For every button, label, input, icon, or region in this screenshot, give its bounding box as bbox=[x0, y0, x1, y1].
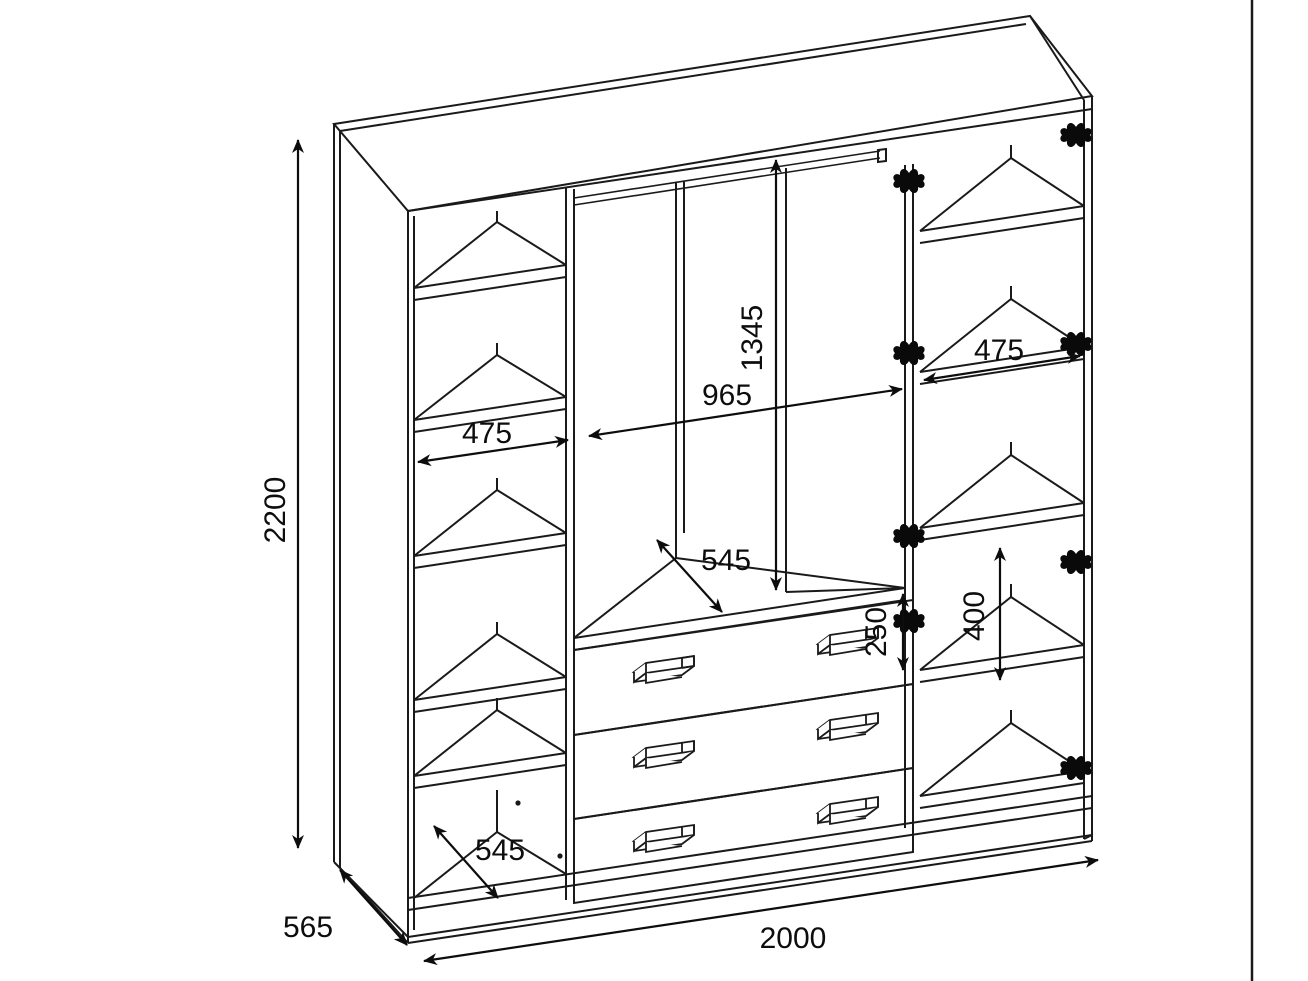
dimension-label-height: 2200 bbox=[259, 477, 292, 544]
hinge-icon bbox=[1060, 122, 1092, 148]
dimension-label-left-shelf: 475 bbox=[462, 417, 512, 450]
right-side-panel bbox=[1083, 109, 1093, 840]
dimension-left-shelf-width: 475 bbox=[417, 417, 569, 467]
dimension-label-hanging-height: 1345 bbox=[736, 305, 769, 372]
top-panel bbox=[332, 14, 1094, 222]
hanging-rod bbox=[573, 147, 887, 206]
hinge-icon bbox=[893, 608, 925, 634]
hinge-icon bbox=[1060, 549, 1092, 575]
dimension-label-depth: 565 bbox=[283, 911, 333, 944]
dimension-lower-depth: 545 bbox=[433, 825, 525, 899]
hinge-icon bbox=[893, 523, 925, 549]
dimension-overall-depth: 565 bbox=[283, 869, 408, 946]
left-side-panel bbox=[333, 136, 409, 944]
drawer-bottom[interactable] bbox=[573, 766, 914, 905]
hinge-icon bbox=[1060, 755, 1092, 781]
hinge-icon bbox=[1060, 331, 1092, 357]
left-shelf-stack bbox=[413, 188, 575, 900]
drawer-handle[interactable] bbox=[815, 795, 879, 826]
dimension-overall-width: 2000 bbox=[423, 855, 1099, 966]
cabinet-interior-frame bbox=[407, 211, 415, 937]
drawer-handle[interactable] bbox=[631, 654, 695, 685]
hinge-icon bbox=[893, 340, 925, 366]
dimension-label-right-shelf: 475 bbox=[974, 334, 1024, 367]
dimension-hanging-height: 1345 bbox=[736, 159, 782, 591]
dimension-label-right-lower-height: 400 bbox=[958, 591, 991, 641]
drawer-stack bbox=[573, 598, 914, 905]
hinge-markers bbox=[893, 122, 1092, 781]
dimension-center-depth: 545 bbox=[656, 539, 751, 613]
drawer-handle[interactable] bbox=[815, 626, 879, 657]
drawer-handle[interactable] bbox=[631, 739, 695, 770]
dimension-overall-height: 2200 bbox=[259, 139, 304, 849]
dimension-right-lower-height: 400 bbox=[958, 547, 1006, 681]
dimension-right-shelf-width: 475 bbox=[923, 334, 1081, 384]
hinge-icon bbox=[893, 168, 925, 194]
dimension-label-width: 2000 bbox=[760, 922, 827, 955]
dimension-label-drawer-height: 250 bbox=[860, 607, 893, 657]
dimension-hanging-width: 965 bbox=[588, 379, 903, 441]
dimension-label-center-depth: 545 bbox=[701, 544, 751, 577]
dimension-drawer-height: 250 bbox=[860, 593, 909, 671]
dimension-label-hanging-width: 965 bbox=[702, 379, 752, 412]
right-shelf-stack bbox=[919, 145, 1085, 809]
drawer-handle[interactable] bbox=[631, 823, 695, 854]
drawer-handle[interactable] bbox=[815, 711, 879, 742]
dimension-label-lower-depth: 545 bbox=[475, 834, 525, 867]
base-plinth bbox=[407, 795, 1093, 944]
